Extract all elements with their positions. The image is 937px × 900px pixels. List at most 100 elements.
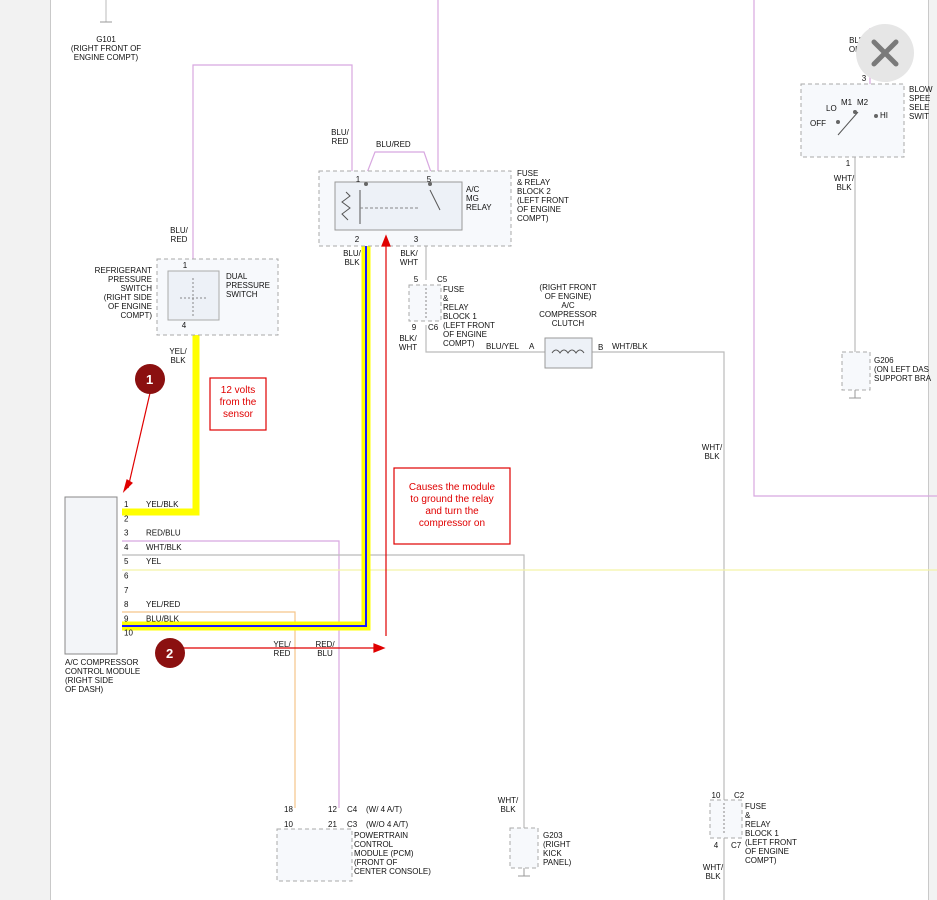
fuse-relay-block-1-bottom xyxy=(709,799,743,839)
module-wire-1: YEL/BLK xyxy=(146,500,179,509)
module-wire-9: BLU/BLK xyxy=(146,614,180,623)
pcm-pin-0-3: (W/ 4 A/T) xyxy=(366,805,402,814)
module-pin-1: 1 xyxy=(124,500,129,509)
labels-pin4_sw: 4 xyxy=(182,321,187,330)
labels-refrig-line-1: PRESSURE xyxy=(108,275,152,284)
close-button[interactable] xyxy=(856,24,914,82)
labels-pcm-line-1: CONTROL xyxy=(354,840,394,849)
pcm-pin-1-3: (W/O 4 A/T) xyxy=(366,820,409,829)
labels-off: OFF xyxy=(810,119,826,128)
labels-refrig-line-5: COMPT) xyxy=(120,311,152,320)
labels-fuse_block1_top-line-6: COMPT) xyxy=(443,339,475,348)
close-icon xyxy=(871,39,899,67)
marker-1-label: 1 xyxy=(146,372,153,387)
labels-clutch-line-1: OF ENGINE) xyxy=(545,292,592,301)
marker-2-label: 2 xyxy=(166,646,173,661)
labels-g203-line-1: (RIGHT xyxy=(543,840,571,849)
labels-pcm-line-0: POWERTRAIN xyxy=(354,831,408,840)
labels-module_name-line-2: (RIGHT SIDE xyxy=(65,676,113,685)
labels-ac_mg_relay-line-2: RELAY xyxy=(466,203,492,212)
labels-blu_blk_relay-line-0: BLU/ xyxy=(343,249,362,258)
labels-dual-line-2: SWITCH xyxy=(226,290,258,299)
labels-g101-line-0: G101 xyxy=(96,35,116,44)
labels-wht_blk_blower-line-0: WHT/ xyxy=(834,174,855,183)
labels-blu_red_top-line-0: BLU/ xyxy=(331,128,350,137)
labels-blu_red_sw-line-0: BLU/ xyxy=(170,226,189,235)
module-wire-3: RED/BLU xyxy=(146,529,181,538)
annotations-note2-line-3: compressor on xyxy=(419,518,485,529)
annotations-note2-line-2: and turn the xyxy=(425,506,479,517)
labels-fuse_block1_bot-line-4: (LEFT FRONT xyxy=(745,838,797,847)
annotations-note1-line-2: sensor xyxy=(223,409,254,420)
powertrain-control-module xyxy=(276,828,353,882)
labels-yel_blk_sw-line-1: BLK xyxy=(170,356,186,365)
labels-pin4_c7: 4 xyxy=(714,841,719,850)
labels-blu_red_sw-line-1: RED xyxy=(171,235,188,244)
labels-wht_blk_bottom-line-1: BLK xyxy=(705,872,721,881)
labels-pin3_blower: 3 xyxy=(862,74,867,83)
labels-blower-line-2: SELE xyxy=(909,103,929,112)
blu-blk-wire xyxy=(122,240,367,627)
module-pin-7: 7 xyxy=(124,586,129,595)
labels-pin_a: A xyxy=(529,342,535,351)
pcm-pin-0-0: 18 xyxy=(284,805,293,814)
labels-fuse_block1_bot-line-2: RELAY xyxy=(745,820,771,829)
labels-blower-line-3: SWIT xyxy=(909,112,929,121)
left-frame xyxy=(0,0,51,900)
g206-ground xyxy=(841,351,871,391)
labels-blu_red_top-line-1: RED xyxy=(332,137,349,146)
pcm-pin-1-2: C3 xyxy=(347,820,358,829)
labels-m2: M2 xyxy=(857,98,869,107)
labels-fuse_block2-line-5: COMPT) xyxy=(517,214,549,223)
labels-blk_wht_relay-line-0: BLK/ xyxy=(400,249,418,258)
labels-fuse_block1_top-line-0: FUSE xyxy=(443,285,464,294)
labels-pin5_relay: 5 xyxy=(427,175,432,184)
yel-blk-highlight xyxy=(122,322,200,516)
module-pin-8: 8 xyxy=(124,600,129,609)
labels-c2: C2 xyxy=(734,791,745,800)
labels-refrig-line-2: SWITCH xyxy=(120,284,152,293)
labels-red_blu_low-line-1: BLU xyxy=(317,649,333,658)
ac-mg-relay xyxy=(334,181,463,231)
labels-pin2_relay: 2 xyxy=(355,235,360,244)
labels-dual-line-0: DUAL xyxy=(226,272,248,281)
labels-wht_blk_mid-line-0: WHT/ xyxy=(702,443,723,452)
labels-fuse_block1_top-line-2: RELAY xyxy=(443,303,469,312)
module-wire-5: YEL xyxy=(146,557,162,566)
pcm-pin-1-0: 10 xyxy=(284,820,293,829)
labels-blower-line-1: SPEE xyxy=(909,94,930,103)
labels-refrig-line-4: OF ENGINE xyxy=(108,302,152,311)
labels-wht_blk_mid-line-1: BLK xyxy=(704,452,720,461)
labels-fuse_block2-line-1: & RELAY xyxy=(517,178,551,187)
labels-pin10_c2: 10 xyxy=(712,791,721,800)
labels-wht_blk_g203-line-0: WHT/ xyxy=(498,796,519,805)
labels-blk_wht_relay-line-1: WHT xyxy=(400,258,418,267)
labels-pin1_relay: 1 xyxy=(356,175,361,184)
labels-g206-line-2: SUPPORT BRA xyxy=(874,374,932,383)
module-pin-9: 9 xyxy=(124,614,129,623)
labels-module_name-line-1: CONTROL MODULE xyxy=(65,667,140,676)
labels-pin1_blower: 1 xyxy=(846,159,851,168)
labels-clutch-line-4: CLUTCH xyxy=(552,319,585,328)
wires xyxy=(122,0,937,900)
labels-c6: C6 xyxy=(428,323,439,332)
g203-ground xyxy=(509,827,539,869)
annotations-note2-line-1: to ground the relay xyxy=(410,494,493,505)
note1-box xyxy=(209,377,267,431)
module-wire-4: WHT/BLK xyxy=(146,543,182,552)
labels-blu_yel: BLU/YEL xyxy=(486,342,519,351)
labels-g101-line-2: ENGINE COMPT) xyxy=(74,53,139,62)
labels-pin1_sw: 1 xyxy=(183,261,188,270)
labels-wht_blk_blower-line-1: BLK xyxy=(836,183,852,192)
labels-yel_blk_sw-line-0: YEL/ xyxy=(169,347,187,356)
pcm-pin-0-2: C4 xyxy=(347,805,358,814)
labels-pcm-line-2: MODULE (PCM) xyxy=(354,849,414,858)
note2-box xyxy=(393,467,511,545)
labels-fuse_block1_top-line-3: BLOCK 1 xyxy=(443,312,477,321)
labels-fuse_block2-line-0: FUSE xyxy=(517,169,538,178)
labels-hi: HI xyxy=(880,111,888,120)
pcm-pin-1-1: 21 xyxy=(328,820,337,829)
